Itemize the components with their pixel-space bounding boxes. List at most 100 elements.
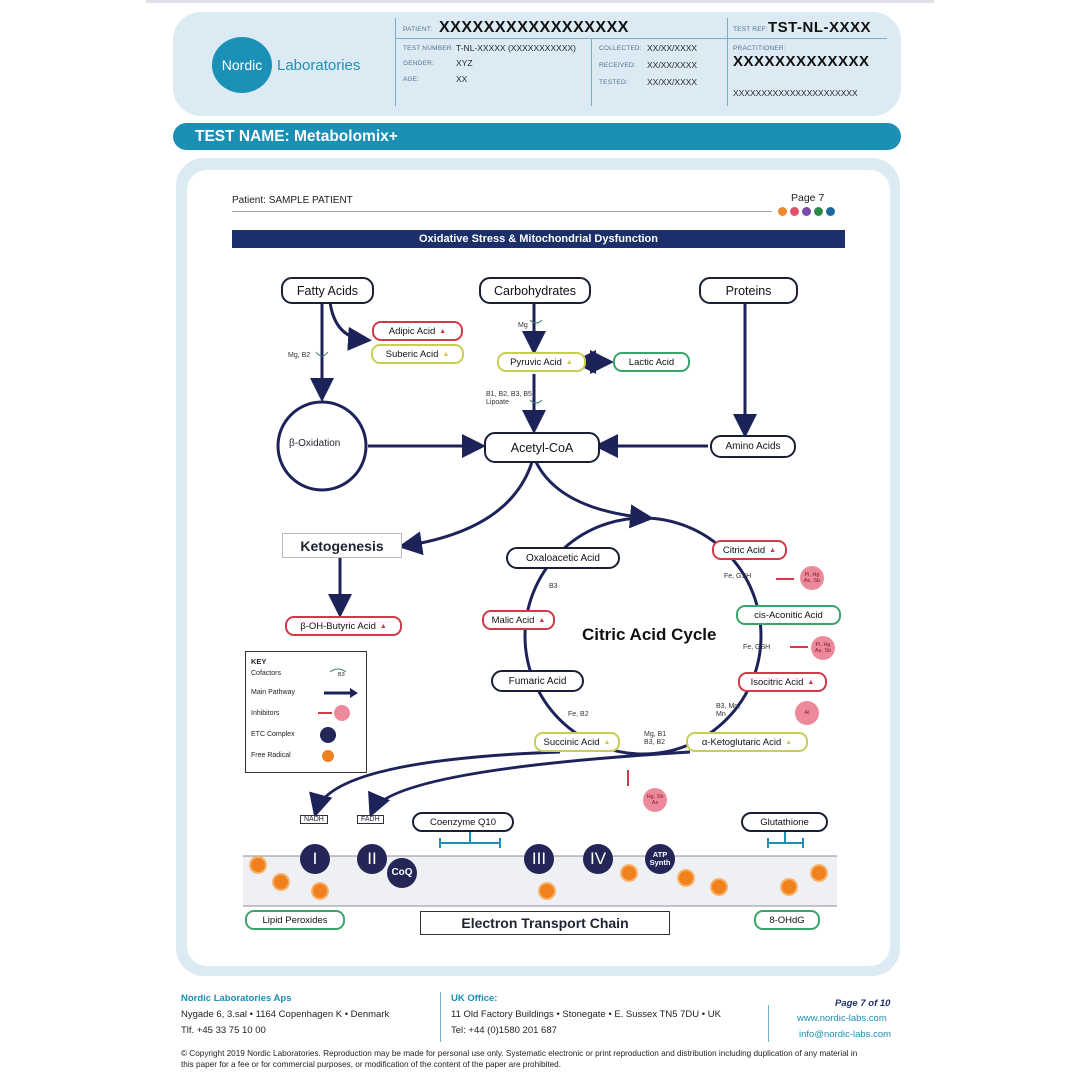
fatty-acids-node: Fatty Acids	[281, 277, 374, 304]
footer-company: Nordic Laboratories Aps	[181, 993, 292, 1004]
proteins-node: Proteins	[699, 277, 798, 304]
top-edge-line	[146, 0, 934, 3]
cofactor-label: B1, B2, B3, B5, Lipoate	[486, 391, 534, 406]
practitioner-label: PRACTITIONER:	[733, 45, 786, 52]
header-divider	[591, 38, 592, 106]
ohdg-marker: 8-OHdG	[754, 910, 820, 930]
key-symbols	[318, 668, 358, 762]
adipic-acid-marker: Adipic Acid▲	[372, 321, 463, 341]
cofactor-label: Mg, B1 B3, B2	[644, 731, 667, 746]
gender-value: XYZ	[456, 58, 473, 68]
logo-brand: Nordic	[221, 57, 263, 73]
complex-iii-icon: III	[524, 844, 554, 874]
citric-acid-cycle-title: Citric Acid Cycle	[582, 625, 717, 644]
test-number-value: T-NL-XXXXX (XXXXXXXXXXX)	[456, 43, 576, 53]
key-cofactors: Cofactors	[251, 670, 281, 677]
complex-iv-icon: IV	[583, 844, 613, 874]
fumaric-acid-node: Fumaric Acid	[491, 670, 584, 692]
dot	[790, 207, 799, 216]
dot	[778, 207, 787, 216]
inhibitor-icon: Pi, Hg As, Sb	[811, 636, 835, 660]
legend-key: KEY Cofactors B3 Main Pathway Inhibitors…	[245, 651, 367, 773]
triangle-up-icon: ▲	[807, 678, 815, 686]
footer-phone: Tlf. +45 33 75 10 00	[181, 1025, 266, 1036]
gender-label: GENDER:	[403, 60, 435, 67]
free-radical-icon	[782, 880, 796, 894]
triangle-up-icon: ▲	[442, 350, 450, 358]
carbohydrates-node: Carbohydrates	[479, 277, 591, 304]
inhibitor-icon: Hg, Sb As	[643, 788, 667, 812]
etc-title: Electron Transport Chain	[420, 911, 670, 935]
report-header	[173, 12, 901, 116]
footer-website-link[interactable]: www.nordic-labs.com	[797, 1013, 887, 1024]
section-title: Oxidative Stress & Mitochondrial Dysfunc…	[419, 233, 658, 245]
received-label: RECEIVED:	[599, 62, 636, 69]
dot	[814, 207, 823, 216]
malic-acid-label: Malic Acid	[491, 614, 535, 626]
complex-i-icon: I	[300, 844, 330, 874]
oxaloacetic-acid-node: Oxaloacetic Acid	[506, 547, 620, 569]
test-name-banner	[173, 123, 901, 150]
cofactor-label: Fe, GSH	[724, 573, 752, 580]
footer-uk-title: UK Office:	[451, 993, 498, 1004]
ketogenesis-node: Ketogenesis	[282, 533, 402, 558]
header-divider	[727, 38, 887, 39]
citric-acid-label: Citric Acid	[722, 544, 766, 556]
beta-oh-butyric-label: β-OH-Butyric Acid	[300, 620, 376, 632]
cis-aconitic-label: cis-Aconitic Acid	[754, 609, 823, 621]
malic-acid-marker: Malic Acid▲	[482, 610, 555, 630]
test-number-label: TEST NUMBER:	[403, 45, 454, 52]
received-value: XX/XX/XXXX	[647, 60, 698, 70]
cofactor-label: B3	[549, 583, 558, 590]
triangle-up-icon: ▲	[538, 616, 546, 624]
succinic-acid-marker: Succinic Acid▲	[534, 732, 620, 752]
triangle-up-icon: ▲	[439, 327, 447, 335]
header-rule	[232, 211, 772, 212]
footer-page-number: Page 7 of 10	[835, 998, 891, 1009]
test-name-title: TEST NAME: Metabolomix+	[195, 128, 398, 145]
patient-value: XXXXXXXXXXXXXXXXX	[439, 19, 629, 36]
lactic-acid-marker: Lactic Acid	[613, 352, 690, 372]
header-divider	[395, 38, 727, 39]
section-title-bar: Oxidative Stress & Mitochondrial Dysfunc…	[232, 230, 845, 248]
footer-email-link[interactable]: info@nordic-labs.com	[799, 1029, 892, 1040]
cis-aconitic-marker: cis-Aconitic Acid	[736, 605, 841, 625]
triangle-up-icon: ▲	[769, 546, 777, 554]
patient-label: PATIENT:	[403, 26, 433, 33]
free-radical-icon	[251, 858, 265, 872]
beta-oh-butyric-marker: β-OH-Butyric Acid▲	[285, 616, 402, 636]
practitioner-sub: XXXXXXXXXXXXXXXXXXXXXX	[733, 88, 858, 98]
triangle-up-icon: ▲	[785, 738, 793, 746]
test-ref-value: TST-NL-XXXX	[768, 19, 872, 36]
beta-oxidation-label: β-Oxidation	[289, 438, 341, 449]
dot	[802, 207, 811, 216]
footer-divider	[440, 992, 441, 1042]
footer-divider	[768, 1005, 769, 1042]
free-radical-icon	[622, 866, 636, 880]
key-etc-complex: ETC Complex	[251, 731, 295, 738]
lactic-acid-label: Lactic Acid	[628, 356, 675, 368]
page-label: Page 7	[791, 192, 825, 204]
free-radical-icon	[313, 884, 327, 898]
triangle-up-icon: ▲	[379, 622, 387, 630]
amino-acids-node: Amino Acids	[710, 435, 796, 458]
free-radical-icon	[712, 880, 726, 894]
lipid-peroxides-label: Lipid Peroxides	[262, 914, 328, 926]
free-radical-icon	[679, 871, 693, 885]
inhibitor-icon: Pi, Hg As, Sb	[800, 566, 824, 590]
isocitric-acid-label: Isocitric Acid	[750, 676, 804, 688]
cofactor-label: Mg, B2	[288, 352, 311, 359]
ohdg-label: 8-OHdG	[769, 914, 805, 926]
alpha-ketoglutaric-marker: α-Ketoglutaric Acid▲	[686, 732, 808, 752]
acetyl-coa-node: Acetyl-CoA	[484, 432, 600, 463]
free-radical-icon	[812, 866, 826, 880]
age-value: XX	[456, 74, 468, 84]
coenzyme-q10-node: Coenzyme Q10	[412, 812, 514, 832]
fadh-label: FADH	[357, 815, 384, 824]
logo-badge: Nordic	[212, 37, 272, 93]
succinic-acid-label: Succinic Acid	[543, 736, 600, 748]
glutathione-node: Glutathione	[741, 812, 828, 832]
cofactor-label: B3, Mg, Mn	[716, 703, 741, 718]
test-ref-label: TEST REF:	[733, 26, 768, 33]
citric-acid-marker: Citric Acid▲	[712, 540, 787, 560]
